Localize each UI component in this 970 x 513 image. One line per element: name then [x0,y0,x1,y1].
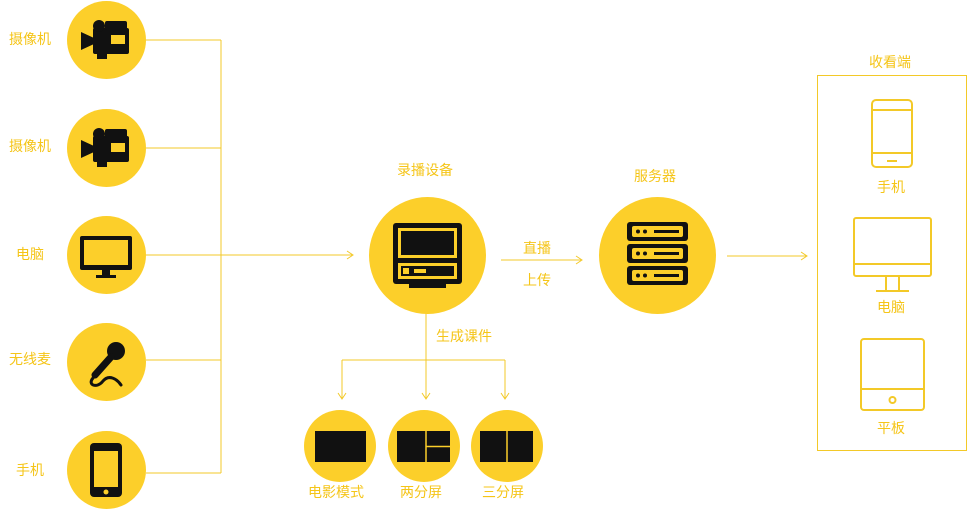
recorder-label: 录播设备 [397,163,453,179]
live-stream-label: 直播 [523,241,551,257]
microphone-node [67,323,146,401]
camera-node-1 [67,1,146,79]
phone-node [67,431,146,509]
source-label-camera-1: 摄像机 [9,32,51,48]
recorder-device-icon [393,223,462,288]
movie-mode-node [304,410,376,482]
monitor-icon [80,236,132,278]
single-screen-icon [315,431,366,462]
source-label-camera-2: 摄像机 [9,139,51,155]
viewer-label-computer: 电脑 [877,300,905,316]
viewers-title: 收看端 [869,55,911,71]
viewer-label-phone: 手机 [877,180,905,196]
server-icon [627,222,688,285]
server-label: 服务器 [634,169,676,185]
two-split-screen-icon [397,431,450,462]
source-label-microphone: 无线麦 [9,352,51,368]
video-camera-icon [81,20,129,59]
recorder-node [369,197,486,314]
camera-node-2 [67,109,146,187]
server-node [599,197,716,314]
source-label-computer: 电脑 [16,247,44,263]
upload-label: 上传 [523,273,551,289]
two-split-node [388,410,460,482]
source-label-phone: 手机 [16,463,44,479]
three-split-node [471,410,543,482]
viewer-label-tablet: 平板 [877,421,905,437]
microphone-icon [89,342,125,387]
three-split-label: 三分屏 [482,485,524,501]
computer-node [67,216,146,294]
two-split-label: 两分屏 [400,485,442,501]
courseware-label: 生成课件 [436,329,492,345]
viewers-panel [817,75,967,451]
phone-icon [90,443,122,497]
video-camera-icon [81,128,129,167]
movie-mode-label: 电影模式 [308,485,364,501]
three-split-screen-icon [480,431,533,462]
